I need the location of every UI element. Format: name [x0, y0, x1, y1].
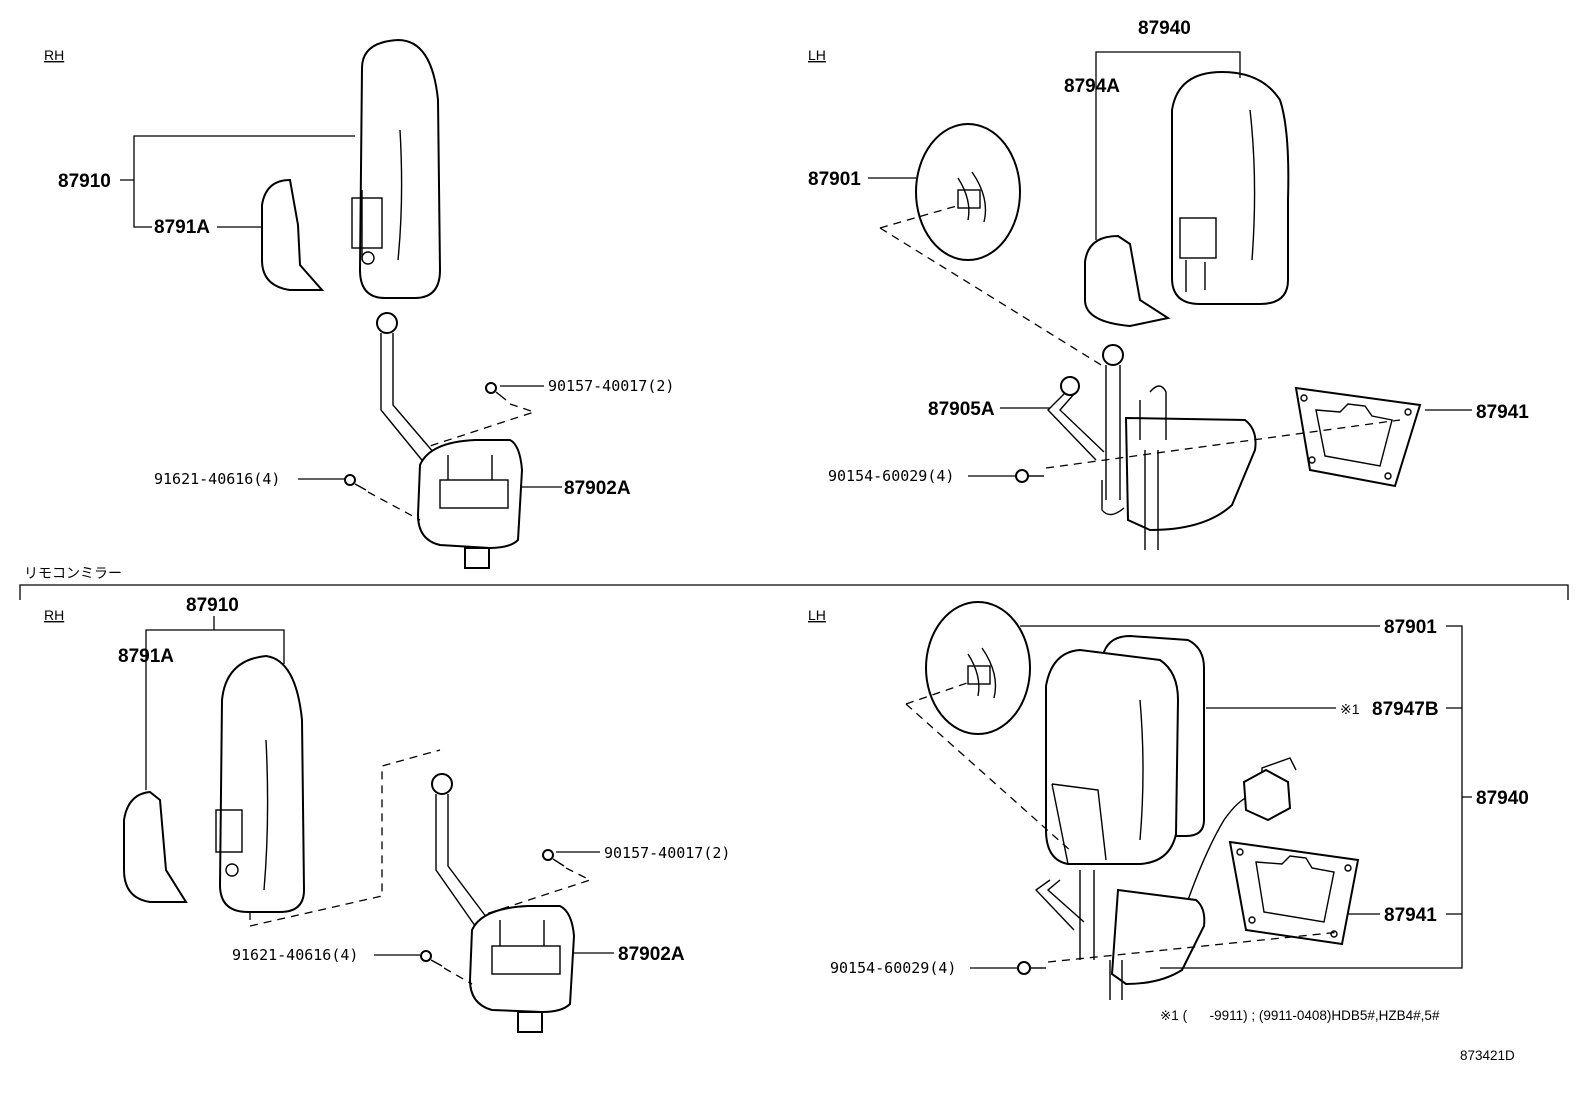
lower-rh-stay-rod — [431, 773, 491, 931]
label-lower-rh-87910: 87910 — [186, 595, 239, 616]
lower-rh-screw-90157 — [542, 849, 565, 867]
section-lower-lh: LH — [808, 607, 826, 623]
label-upper-rh-87910: 87910 — [58, 171, 111, 192]
label-lower-rh-91621: 91621-40616(4) — [232, 946, 358, 964]
upper-rh-mirror-cover — [261, 178, 325, 291]
lower-rh-dash-screw-91621 — [443, 967, 473, 985]
upper-rh-bracket-base — [416, 439, 524, 569]
label-upper-rh-91621: 91621-40616(4) — [154, 470, 280, 488]
lower-rh-dash-screw-90157 — [485, 867, 592, 915]
lower-rh-bracket-base — [468, 905, 576, 1033]
section-upper-lh: LH — [808, 47, 826, 63]
upper-lh-stay-assembly — [1047, 344, 1257, 550]
lower-rh-mirror-cover — [123, 790, 188, 903]
lower-rh-leader-87910 — [145, 616, 285, 790]
label-upper-rh-90157: 90157-40017(2) — [548, 377, 674, 395]
label-upper-lh-8794A: 8794A — [1064, 76, 1120, 97]
label-upper-lh-87905A: 87905A — [928, 399, 995, 420]
diagram-code: 873421D — [1460, 1048, 1515, 1063]
lower-lh-dash-glass-link — [905, 681, 1073, 853]
upper-rh-dash-screw-90157 — [429, 403, 537, 447]
lower-rh-screw-91621 — [420, 950, 443, 967]
lower-lh-gasket-87941 — [1228, 840, 1360, 946]
label-upper-lh-90154: 90154-60029(4) — [828, 467, 954, 485]
label-lower-lh-87947B: 87947B — [1372, 699, 1439, 720]
upper-rh-screw-90157 — [485, 382, 507, 401]
section-lower-rh: RH — [44, 607, 64, 623]
lower-rh-mirror-housing — [215, 654, 306, 913]
label-lower-rh-87902A: 87902A — [618, 944, 685, 965]
lower-lh-harness-connector — [1187, 757, 1297, 901]
lower-lh-dash-gasket-link — [1047, 931, 1341, 963]
upper-lh-leader-87940 — [1095, 51, 1241, 240]
lower-lh-mirror-housing — [1045, 648, 1180, 865]
label-upper-lh-87941: 87941 — [1476, 402, 1529, 423]
upper-rh-leader-87910 — [120, 135, 355, 228]
lower-lh-mirror-glass — [925, 601, 1031, 735]
lower-lh-screw-90154 — [1017, 961, 1046, 975]
upper-lh-screw-90154 — [1015, 469, 1044, 483]
upper-lh-mirror-glass — [915, 123, 1021, 261]
upper-rh-stay-rod — [376, 312, 441, 471]
upper-lh-mirror-housing — [1171, 70, 1290, 305]
label-lower-lh-87947B-mark: ※1 — [1340, 701, 1360, 717]
upper-lh-mirror-cover — [1084, 234, 1171, 328]
lower-lh-stay-assembly — [1034, 870, 1206, 1000]
label-lower-lh-87901: 87901 — [1384, 617, 1437, 638]
lower-lh-bracket-87940 — [1160, 625, 1472, 969]
label-lower-rh-8791A: 8791A — [118, 646, 174, 667]
label-upper-lh-87901: 87901 — [808, 169, 861, 190]
label-lower-rh-90157: 90157-40017(2) — [604, 844, 730, 862]
label-lower-lh-90154: 90154-60029(4) — [830, 959, 956, 977]
lower-rh-dash-housing-link — [249, 749, 441, 927]
section-remote-title: リモコンミラー — [24, 565, 122, 581]
upper-lh-dash-gasket-link — [1045, 419, 1401, 469]
section-upper-rh: RH — [44, 47, 64, 63]
upper-rh-mirror-housing — [351, 38, 442, 299]
upper-rh-screw-91621 — [344, 474, 367, 491]
label-upper-lh-87940: 87940 — [1138, 18, 1191, 39]
label-upper-rh-87902A: 87902A — [564, 478, 631, 499]
label-lower-lh-87941: 87941 — [1384, 905, 1437, 926]
upper-lh-gasket-87941 — [1294, 386, 1422, 488]
footnote: ※1 ( -9911) ; (9911-0408)HDB5#,HZB4#,5# — [1160, 1008, 1440, 1023]
label-lower-lh-87940: 87940 — [1476, 788, 1529, 809]
label-upper-rh-8791A: 8791A — [154, 217, 210, 238]
upper-rh-dash-screw-91621 — [367, 491, 421, 521]
remote-section-bracket — [19, 584, 1569, 600]
upper-lh-dash-glass-link — [879, 204, 1107, 369]
